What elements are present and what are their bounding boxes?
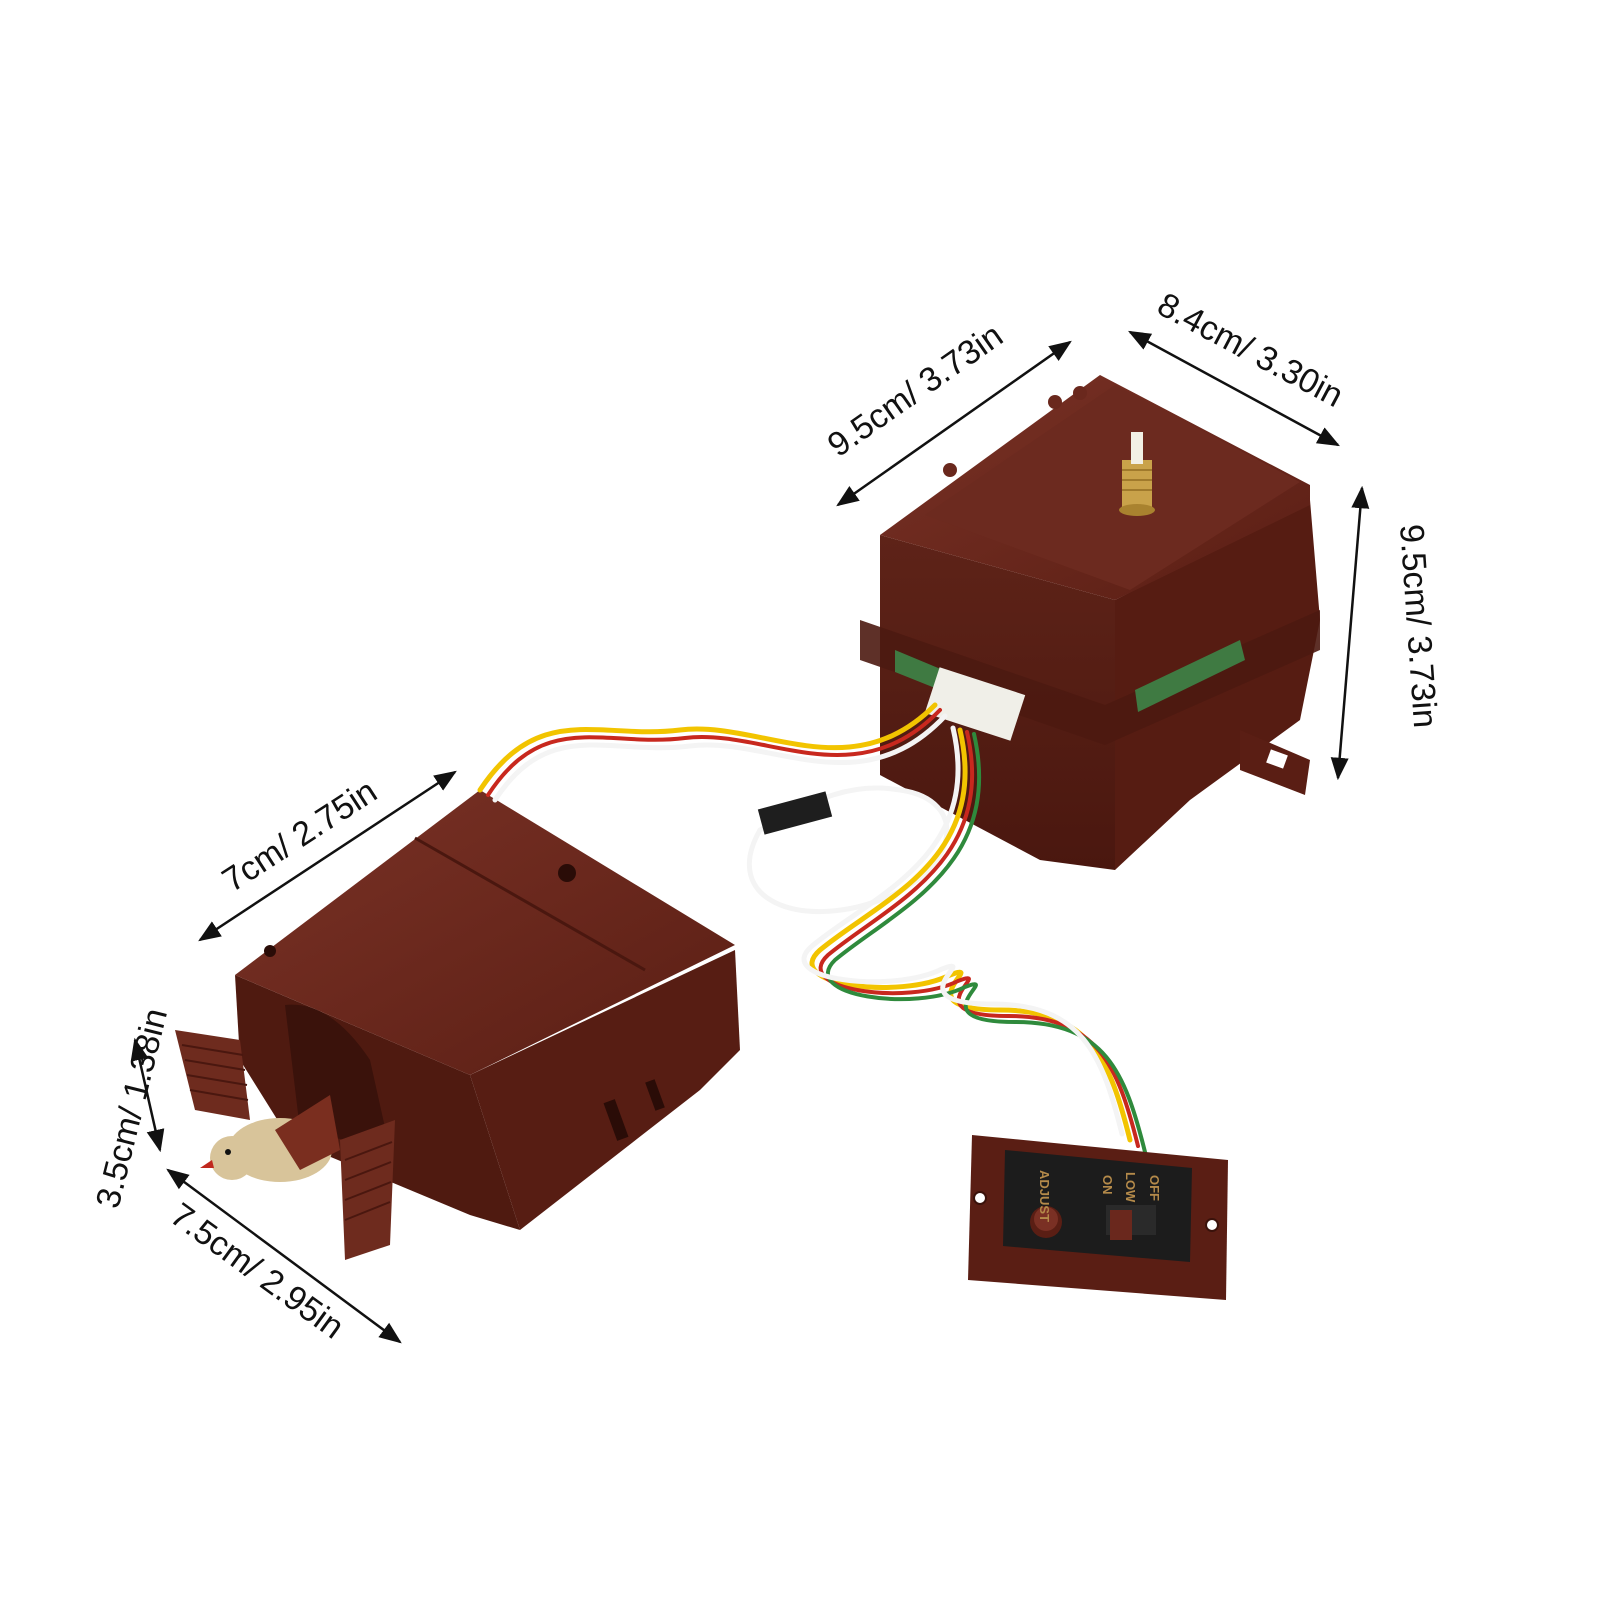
slide-switch-icon [1106,1205,1156,1240]
wire-harness [477,702,1147,1154]
low-label: LOW [1123,1172,1138,1203]
on-label: ON [1100,1175,1115,1195]
cuckoo-bird-unit [175,790,740,1260]
movement-width-label: 9.5cm/ 3.73in [821,316,1010,464]
hand-shaft-icon [1119,432,1155,516]
cuckoo-depth-label: 7.5cm/ 2.95in [163,1196,350,1347]
movement-height-label: 9.5cm/ 3.73in [1392,523,1444,729]
control-switch-panel: ADJUST ON LOW OFF [968,1135,1228,1300]
adjust-label: ADJUST [1037,1170,1052,1222]
cuckoo-height-label: 3.5cm/ 1.38in [89,1005,175,1212]
clock-movement-unit [860,375,1320,870]
movement-depth-label: 8.4cm/ 3.30in [1151,286,1349,415]
adjust-button-icon [1030,1206,1062,1238]
off-label: OFF [1147,1175,1162,1201]
